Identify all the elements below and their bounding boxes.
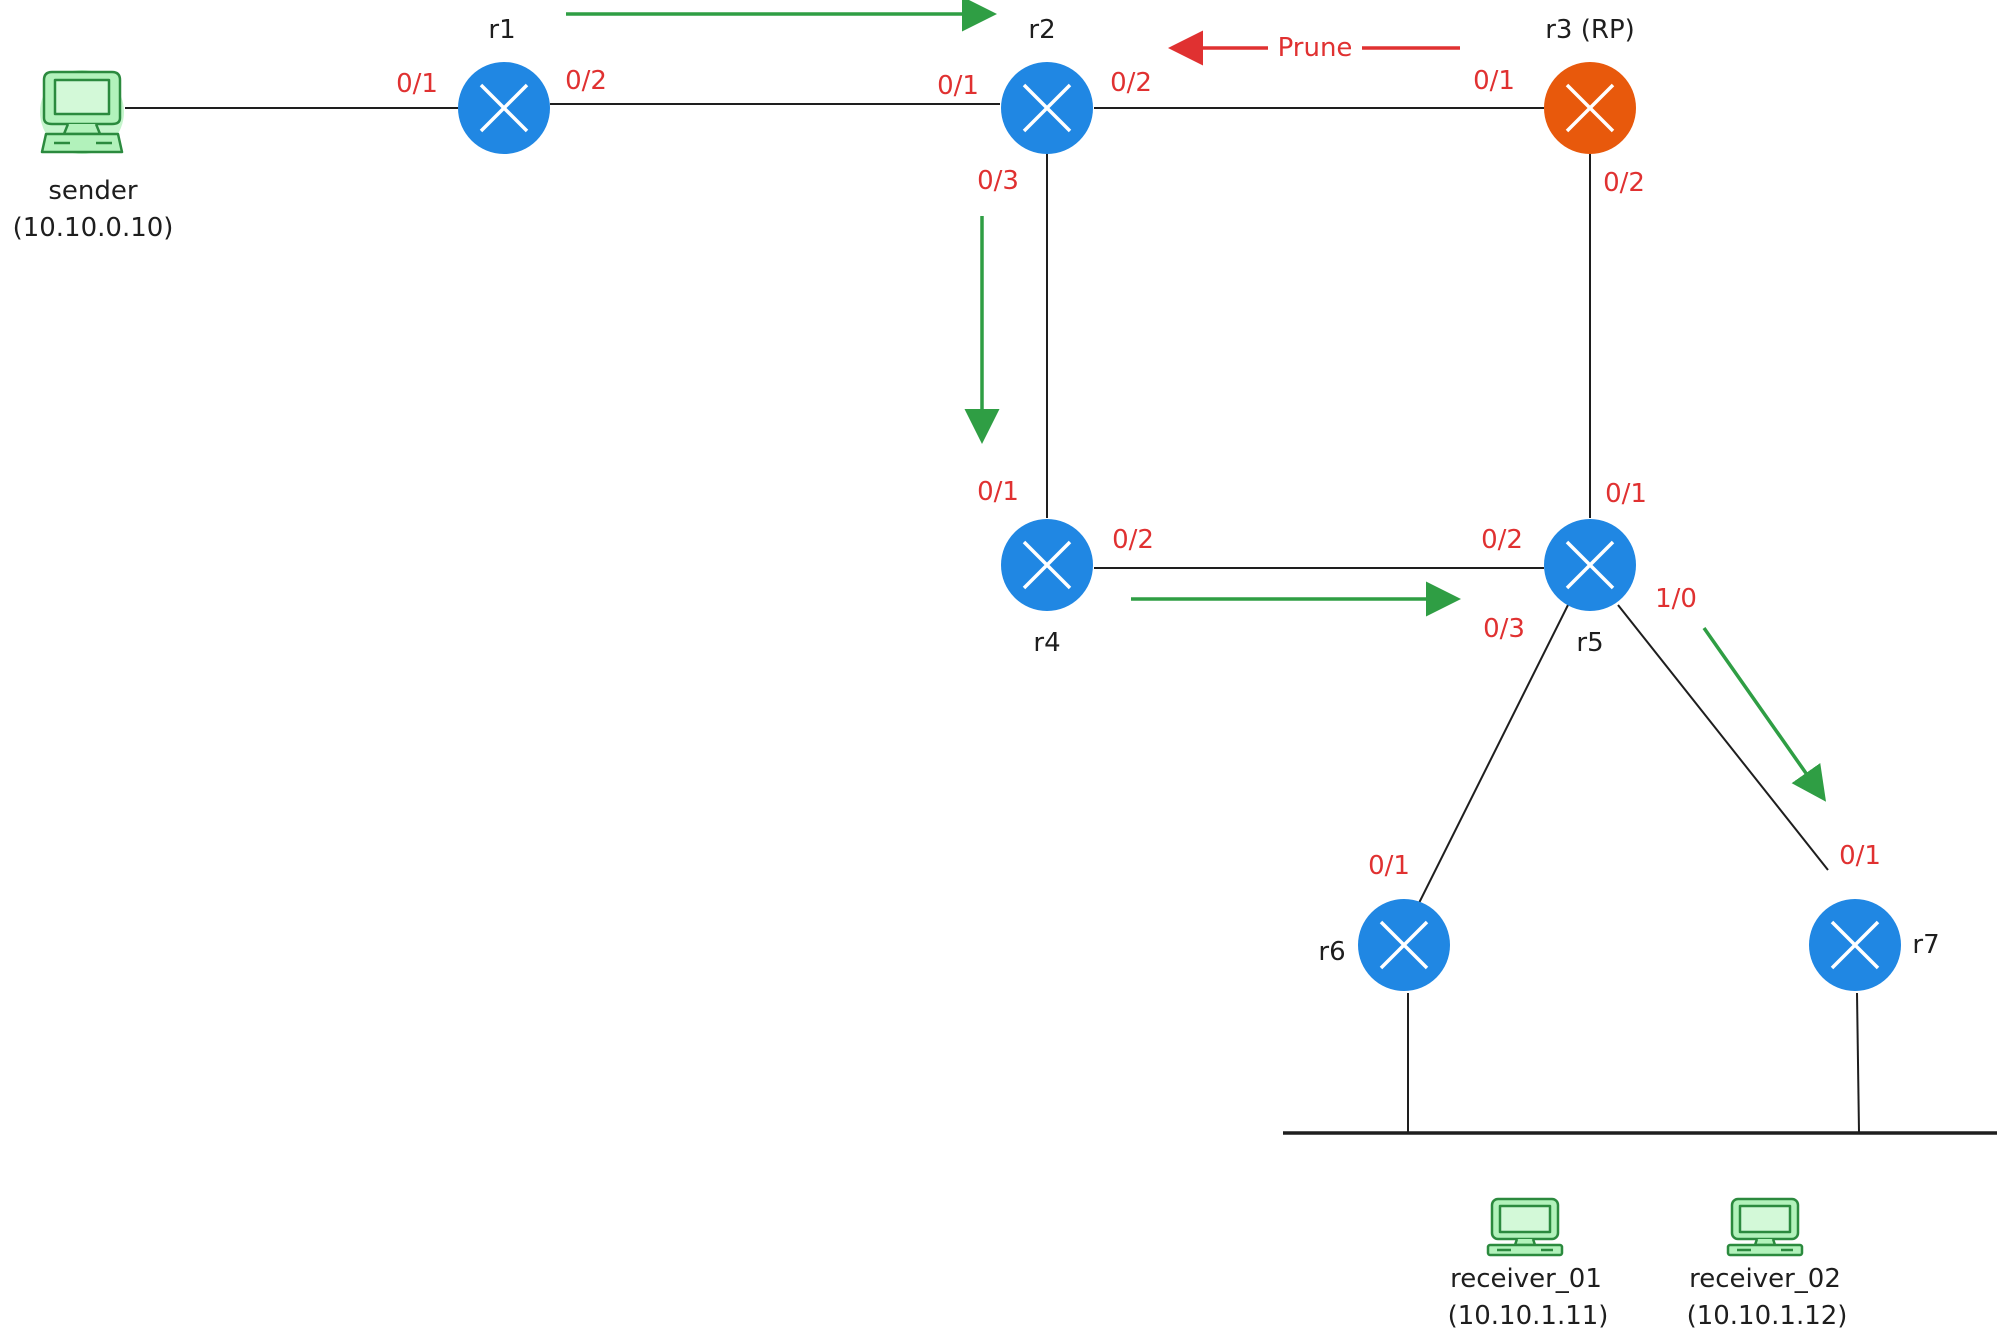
interface-label: 0/1 xyxy=(396,69,438,99)
receiver-02-ip: (10.10.1.12) xyxy=(1687,1301,1848,1331)
host-sender[interactable]: sender (10.10.0.10) xyxy=(13,70,174,243)
router-cross-icon xyxy=(1379,920,1429,970)
prune-label-bg xyxy=(1268,30,1362,64)
interface-label: 0/3 xyxy=(977,166,1019,196)
computer-icon xyxy=(1726,1197,1804,1257)
router-r7[interactable] xyxy=(1809,899,1901,991)
host-receiver-01[interactable]: receiver_01 (10.10.1.11) xyxy=(1448,1197,1609,1331)
interface-label: 0/1 xyxy=(1605,479,1647,509)
router-label-r1: r1 xyxy=(488,15,515,45)
interface-label: 0/1 xyxy=(977,477,1019,507)
interface-label: 0/2 xyxy=(1481,525,1523,555)
prune-label: Prune xyxy=(1278,33,1353,63)
multicast-flow-arrows xyxy=(566,0,1827,802)
router-label-r3: r3 (RP) xyxy=(1545,15,1635,45)
link-r5-r6 xyxy=(1417,604,1569,906)
receiver-01-ip: (10.10.1.11) xyxy=(1448,1301,1609,1331)
router-labels: r1 r2 r3 (RP) r4 r5 r6 r7 xyxy=(488,15,1939,967)
host-receiver-02[interactable]: receiver_02 (10.10.1.12) xyxy=(1687,1197,1848,1331)
router-cross-icon xyxy=(1830,920,1880,970)
flow-arrow-r5-r7 xyxy=(1702,626,1827,802)
router-cross-icon xyxy=(479,83,529,133)
links xyxy=(125,103,1997,1135)
router-label-r5: r5 xyxy=(1576,628,1603,658)
interface-labels: 0/1 0/2 0/1 0/2 0/3 0/1 0/2 0/1 0/2 0/1 … xyxy=(396,66,1881,881)
router-cross-icon xyxy=(1565,540,1615,590)
sender-name: sender xyxy=(48,176,138,206)
interface-label: 0/1 xyxy=(937,71,979,101)
router-cross-icon xyxy=(1022,540,1072,590)
receiver-01-name: receiver_01 xyxy=(1450,1264,1602,1294)
router-label-r2: r2 xyxy=(1028,15,1055,45)
prune-message: Prune xyxy=(1168,30,1460,66)
router-r1[interactable] xyxy=(458,62,550,154)
interface-label: 0/1 xyxy=(1368,851,1410,881)
sender-ip: (10.10.0.10) xyxy=(13,213,174,243)
router-r6[interactable] xyxy=(1358,899,1450,991)
router-r4[interactable] xyxy=(1001,519,1093,611)
routers xyxy=(458,62,1901,991)
router-cross-icon xyxy=(1022,83,1072,133)
interface-label: 0/2 xyxy=(1603,168,1645,198)
router-r5[interactable] xyxy=(1544,519,1636,611)
computer-icon xyxy=(40,70,124,154)
interface-label: 0/1 xyxy=(1839,841,1881,871)
interface-label: 0/1 xyxy=(1473,66,1515,96)
receiver-02-name: receiver_02 xyxy=(1689,1264,1841,1294)
interface-label: 0/2 xyxy=(565,66,607,96)
computer-icon xyxy=(1486,1197,1564,1257)
router-r2[interactable] xyxy=(1001,62,1093,154)
link-r7-lan xyxy=(1856,992,1860,1133)
interface-label: 1/0 xyxy=(1655,584,1697,614)
link-r5-r7 xyxy=(1617,604,1829,871)
interface-label: 0/2 xyxy=(1110,68,1152,98)
router-cross-icon xyxy=(1565,83,1615,133)
interface-label: 0/2 xyxy=(1112,525,1154,555)
router-label-r4: r4 xyxy=(1033,628,1060,658)
interface-label: 0/3 xyxy=(1483,614,1525,644)
router-label-r7: r7 xyxy=(1912,930,1939,960)
router-label-r6: r6 xyxy=(1318,937,1345,967)
router-r3-rp[interactable] xyxy=(1544,62,1636,154)
